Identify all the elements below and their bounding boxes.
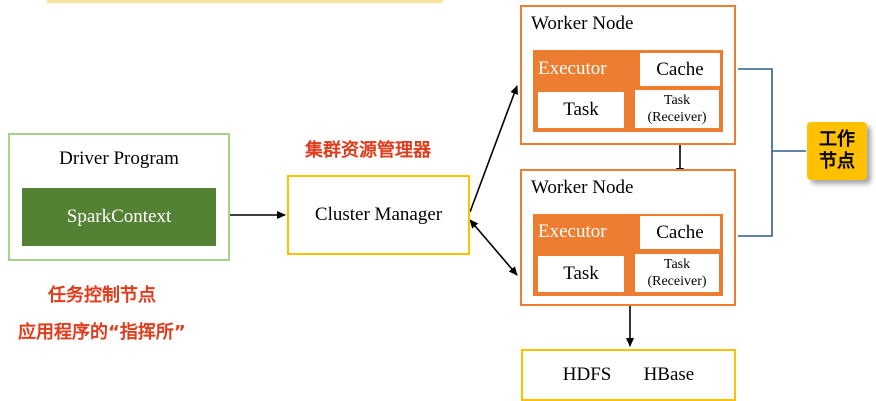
worker-node-2-title: Worker Node: [531, 177, 634, 198]
storage-box: HDFS HBase: [521, 349, 736, 401]
cluster-worker2-arrow: [469, 219, 518, 276]
worker-node-1-task-receiver-line2: (Receiver): [647, 110, 707, 125]
worker-node-1-task-receiver-line1: Task: [663, 93, 691, 108]
top-decorative-stripe: [47, 0, 443, 3]
worker-node-2-task-receiver-line1: Task: [663, 257, 691, 272]
cluster-worker1-arrow: [469, 85, 518, 213]
worker-node-1-task-receiver: Task (Receiver): [635, 90, 719, 128]
worker-node-1-cache: Cache: [640, 53, 720, 86]
work-node-badge: 工作 节点: [807, 122, 867, 180]
work-node-bracket: [738, 68, 773, 237]
work-node-badge-line1: 工作: [819, 129, 855, 150]
worker-node-1-title: Worker Node: [531, 13, 634, 34]
driver-app-caption: 应用程序的“指挥所”: [18, 322, 186, 343]
hdfs-label: HDFS: [562, 364, 612, 385]
worker-node-2-cache: Cache: [640, 216, 720, 249]
worker-node-1-executor-label: Executor: [538, 58, 607, 79]
worker-node-2-task: Task: [538, 256, 624, 292]
driver-program-title: Driver Program: [59, 148, 179, 169]
worker-node-1-task: Task: [538, 92, 624, 128]
worker-node-2-task-receiver-line2: (Receiver): [647, 274, 707, 289]
driver-role-caption: 任务控制节点: [48, 285, 156, 306]
work-node-badge-line2: 节点: [819, 151, 855, 172]
worker-node-2-executor-label: Executor: [538, 221, 607, 242]
spark-context-box: SparkContext: [22, 188, 216, 246]
hbase-label: HBase: [643, 364, 695, 385]
worker-node-2-task-receiver: Task (Receiver): [635, 254, 719, 292]
cluster-manager-caption: 集群资源管理器: [305, 140, 431, 161]
cluster-manager-box: Cluster Manager: [287, 175, 470, 255]
